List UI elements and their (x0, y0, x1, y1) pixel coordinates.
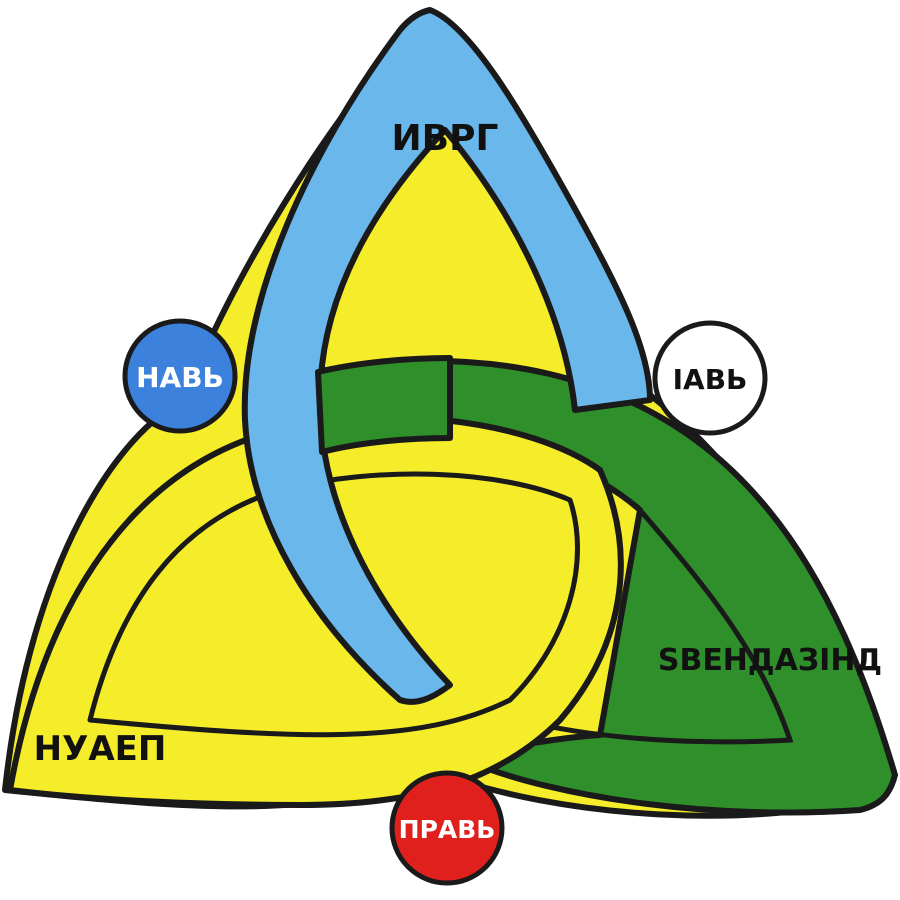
circle-navi: НАВЬ (122, 318, 238, 434)
circle-yavi-label: ІАВЬ (673, 363, 748, 396)
blue-band (241, 7, 653, 705)
green-weave-over-blue (315, 355, 453, 455)
circle-pravi-label: ПРАВЬ (399, 815, 496, 844)
green-band-label: ЅВЕНДАЗІНД (658, 643, 882, 678)
blue-band-label: ИВРГ (392, 118, 499, 159)
circle-pravi: ПРАВЬ (389, 770, 505, 886)
yellow-band-label: НУАЕП (34, 729, 167, 769)
circle-yavi: ІАВЬ (652, 320, 768, 436)
circle-navi-label: НАВЬ (136, 361, 224, 394)
